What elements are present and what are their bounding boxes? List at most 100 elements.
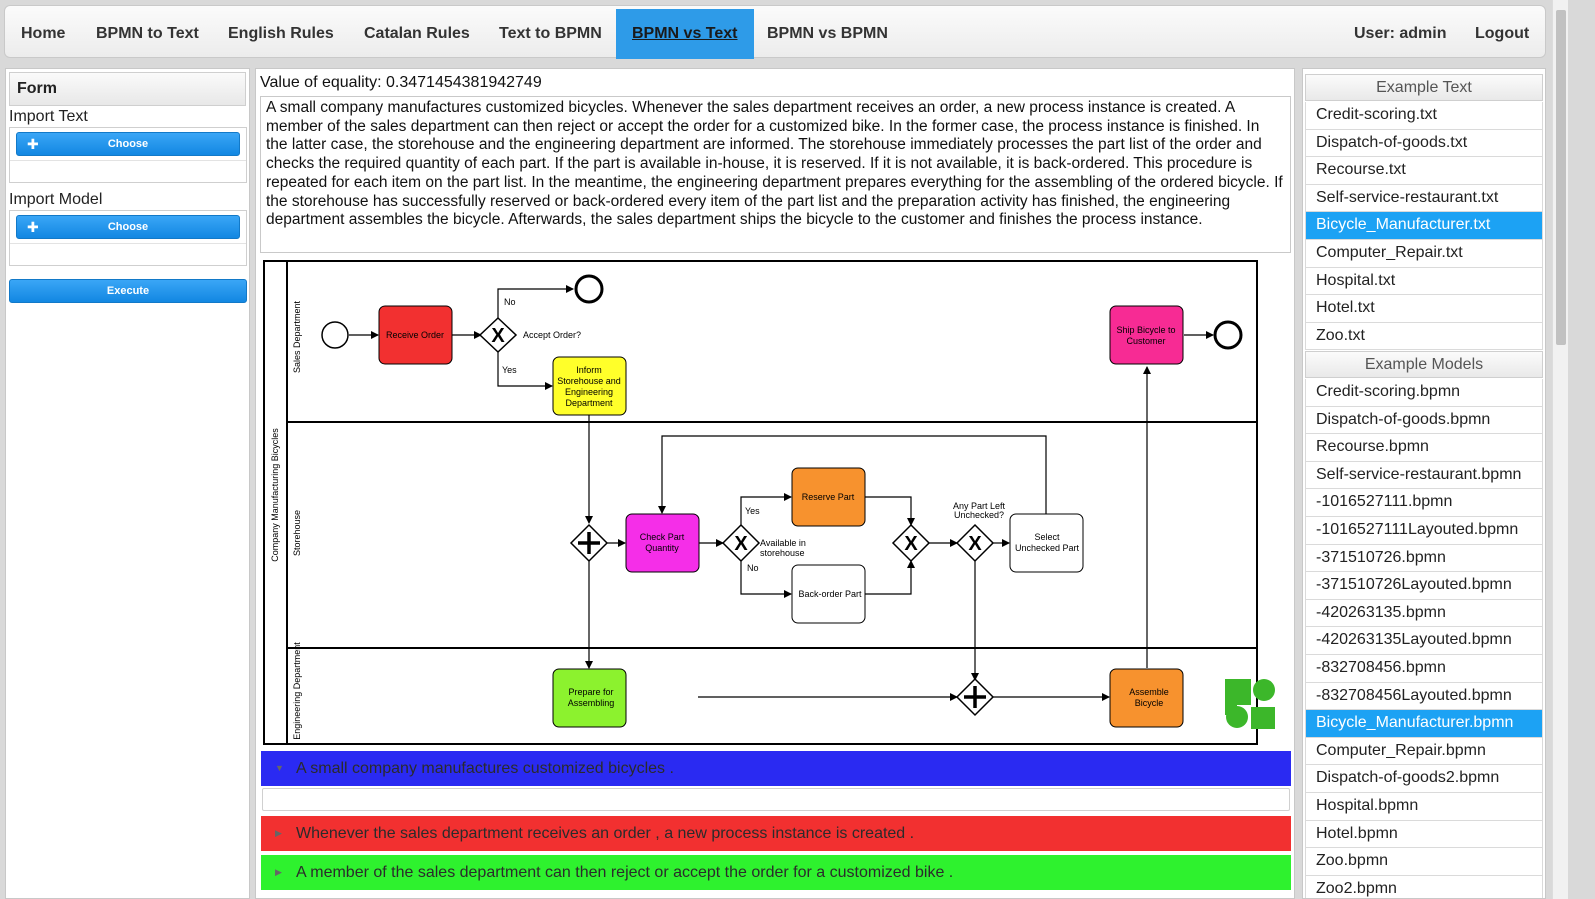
lane-label-sales: Sales Department xyxy=(292,300,302,373)
svg-text:Unchecked Part: Unchecked Part xyxy=(1015,543,1080,553)
example-model-item[interactable]: Self-service-restaurant.bpmn xyxy=(1305,461,1543,490)
plus-icon: ✚ xyxy=(27,219,39,235)
nav-home[interactable]: Home xyxy=(21,25,66,42)
expand-arrow-icon: ▶ xyxy=(275,867,282,877)
task-receive-order: Receive Order xyxy=(378,305,453,365)
import-model-label: Import Model xyxy=(9,191,103,208)
task-prepare-assembling: Prepare for Assembling xyxy=(552,668,627,728)
expand-arrow-icon: ▼ xyxy=(275,763,284,773)
example-text-item[interactable]: Computer_Repair.txt xyxy=(1305,240,1543,268)
example-models-header: Example Models xyxy=(1305,351,1543,378)
example-model-item[interactable]: -420263135.bpmn xyxy=(1305,599,1543,628)
nav-english-rules[interactable]: English Rules xyxy=(228,25,334,42)
svg-text:Bicycle: Bicycle xyxy=(1135,698,1164,708)
choose-text-button[interactable]: ✚ Choose xyxy=(16,132,240,156)
label-available-2: storehouse xyxy=(760,548,805,558)
task-reserve-part: Reserve Part xyxy=(791,467,866,527)
sentence-bar-2[interactable]: ▶ Whenever the sales department receives… xyxy=(261,816,1291,851)
gateway-accept-order: X xyxy=(478,316,518,354)
process-text-area[interactable]: A small company manufactures customized … xyxy=(260,96,1291,253)
nav-bpmn-vs-bpmn[interactable]: BPMN vs BPMN xyxy=(767,25,888,42)
logout-link[interactable]: Logout xyxy=(1475,25,1530,42)
example-text-item[interactable]: Recourse.txt xyxy=(1305,157,1543,185)
divider xyxy=(10,243,246,244)
form-panel: Form Import Text ✚ Choose Import Model ✚… xyxy=(5,68,250,899)
gateway-parallel-join xyxy=(955,677,995,717)
sentence-detail-box xyxy=(262,788,1290,811)
example-model-item[interactable]: Dispatch-of-goods.bpmn xyxy=(1305,406,1543,435)
svg-text:Check Part: Check Part xyxy=(640,532,685,542)
example-text-header: Example Text xyxy=(1305,74,1543,101)
example-model-item[interactable]: Hospital.bpmn xyxy=(1305,793,1543,821)
choose-model-button[interactable]: ✚ Choose xyxy=(16,215,240,239)
equality-value: Value of equality: 0.3471454381942749 xyxy=(260,74,542,91)
svg-text:Reserve Part: Reserve Part xyxy=(802,492,855,502)
svg-text:Back-order Part: Back-order Part xyxy=(798,589,862,599)
label-no-available: No xyxy=(747,563,759,573)
example-model-item[interactable]: Bicycle_Manufacturer.bpmn xyxy=(1305,710,1543,738)
example-model-item[interactable]: -1016527111.bpmn xyxy=(1305,489,1543,517)
svg-text:Department: Department xyxy=(565,398,613,408)
gateway-available: X xyxy=(721,523,761,563)
choose-text-label: Choose xyxy=(107,138,149,150)
example-model-item[interactable]: -832708456Layouted.bpmn xyxy=(1305,682,1543,711)
svg-text:X: X xyxy=(734,533,748,555)
svg-text:Inform: Inform xyxy=(576,365,602,375)
svg-text:Ship Bicycle to: Ship Bicycle to xyxy=(1116,325,1175,335)
task-ship-bicycle: Ship Bicycle to Customer xyxy=(1109,305,1184,365)
example-text-item[interactable]: Hotel.txt xyxy=(1305,295,1543,323)
import-model-upload: ✚ Choose xyxy=(9,210,247,266)
task-check-part-quantity: Check Part Quantity xyxy=(625,513,700,573)
start-event xyxy=(321,321,349,349)
label-yes-available: Yes xyxy=(745,506,760,516)
svg-text:X: X xyxy=(491,325,505,347)
example-model-item[interactable]: Zoo2.bpmn xyxy=(1305,875,1543,898)
example-text-item[interactable]: Zoo.txt xyxy=(1305,322,1543,351)
label-accept-order: Accept Order? xyxy=(523,330,581,340)
comparison-panel: Value of equality: 0.3471454381942749 A … xyxy=(255,68,1295,899)
import-text-upload: ✚ Choose xyxy=(9,127,247,183)
execute-button[interactable]: Execute xyxy=(9,279,247,303)
sentence-text: A small company manufactures customized … xyxy=(296,760,674,777)
example-model-item[interactable]: Dispatch-of-goods2.bpmn xyxy=(1305,765,1543,793)
task-inform-departments: Inform Storehouse and Engineering Depart… xyxy=(552,356,627,416)
sentence-bar-1[interactable]: ▼ A small company manufactures customize… xyxy=(261,751,1291,786)
example-model-item[interactable]: Recourse.bpmn xyxy=(1305,434,1543,462)
nav-catalan-rules[interactable]: Catalan Rules xyxy=(364,25,470,42)
example-model-item[interactable]: -832708456.bpmn xyxy=(1305,655,1543,683)
pool-label: Company Manufacturing Bicycles xyxy=(270,428,280,562)
gateway-parallel-split xyxy=(569,523,609,563)
example-model-item[interactable]: Zoo.bpmn xyxy=(1305,848,1543,876)
label-any-left-2: Unchecked? xyxy=(954,510,1004,520)
example-model-item[interactable]: -1016527111Layouted.bpmn xyxy=(1305,517,1543,545)
scrollbar-thumb[interactable] xyxy=(1556,10,1566,345)
example-model-item[interactable]: Credit-scoring.bpmn xyxy=(1305,379,1543,407)
sentence-bar-3[interactable]: ▶ A member of the sales department can t… xyxy=(261,855,1291,890)
example-model-item[interactable]: Computer_Repair.bpmn xyxy=(1305,737,1543,766)
example-text-item[interactable]: Credit-scoring.txt xyxy=(1305,102,1543,130)
example-model-item[interactable]: -420263135Layouted.bpmn xyxy=(1305,627,1543,655)
svg-text:Storehouse and: Storehouse and xyxy=(557,376,621,386)
example-text-item[interactable]: Self-service-restaurant.txt xyxy=(1305,184,1543,213)
example-model-item[interactable]: Hotel.bpmn xyxy=(1305,820,1543,849)
import-text-label: Import Text xyxy=(9,108,88,125)
form-title: Form xyxy=(9,72,246,106)
user-label: User: admin xyxy=(1354,25,1447,42)
svg-text:Engineering: Engineering xyxy=(565,387,613,397)
example-model-item[interactable]: -371510726.bpmn xyxy=(1305,544,1543,573)
nav-bpmn-vs-text[interactable]: BPMN vs Text xyxy=(616,9,754,59)
nav-bpmn-to-text[interactable]: BPMN to Text xyxy=(96,25,199,42)
example-text-item[interactable]: Dispatch-of-goods.txt xyxy=(1305,129,1543,158)
example-text-item[interactable]: Bicycle_Manufacturer.txt xyxy=(1305,212,1543,240)
divider xyxy=(10,160,246,161)
top-navbar: Home BPMN to Text English Rules Catalan … xyxy=(4,5,1546,59)
page-scrollbar[interactable] xyxy=(1552,0,1568,899)
example-model-item[interactable]: -371510726Layouted.bpmn xyxy=(1305,572,1543,600)
task-assemble-bicycle: Assemble Bicycle xyxy=(1109,668,1184,728)
gateway-merge: X xyxy=(891,523,931,563)
example-text-item[interactable]: Hospital.txt xyxy=(1305,267,1543,296)
nav-text-to-bpmn[interactable]: Text to BPMN xyxy=(499,25,602,42)
svg-text:X: X xyxy=(904,533,918,555)
expand-arrow-icon: ▶ xyxy=(275,828,282,838)
